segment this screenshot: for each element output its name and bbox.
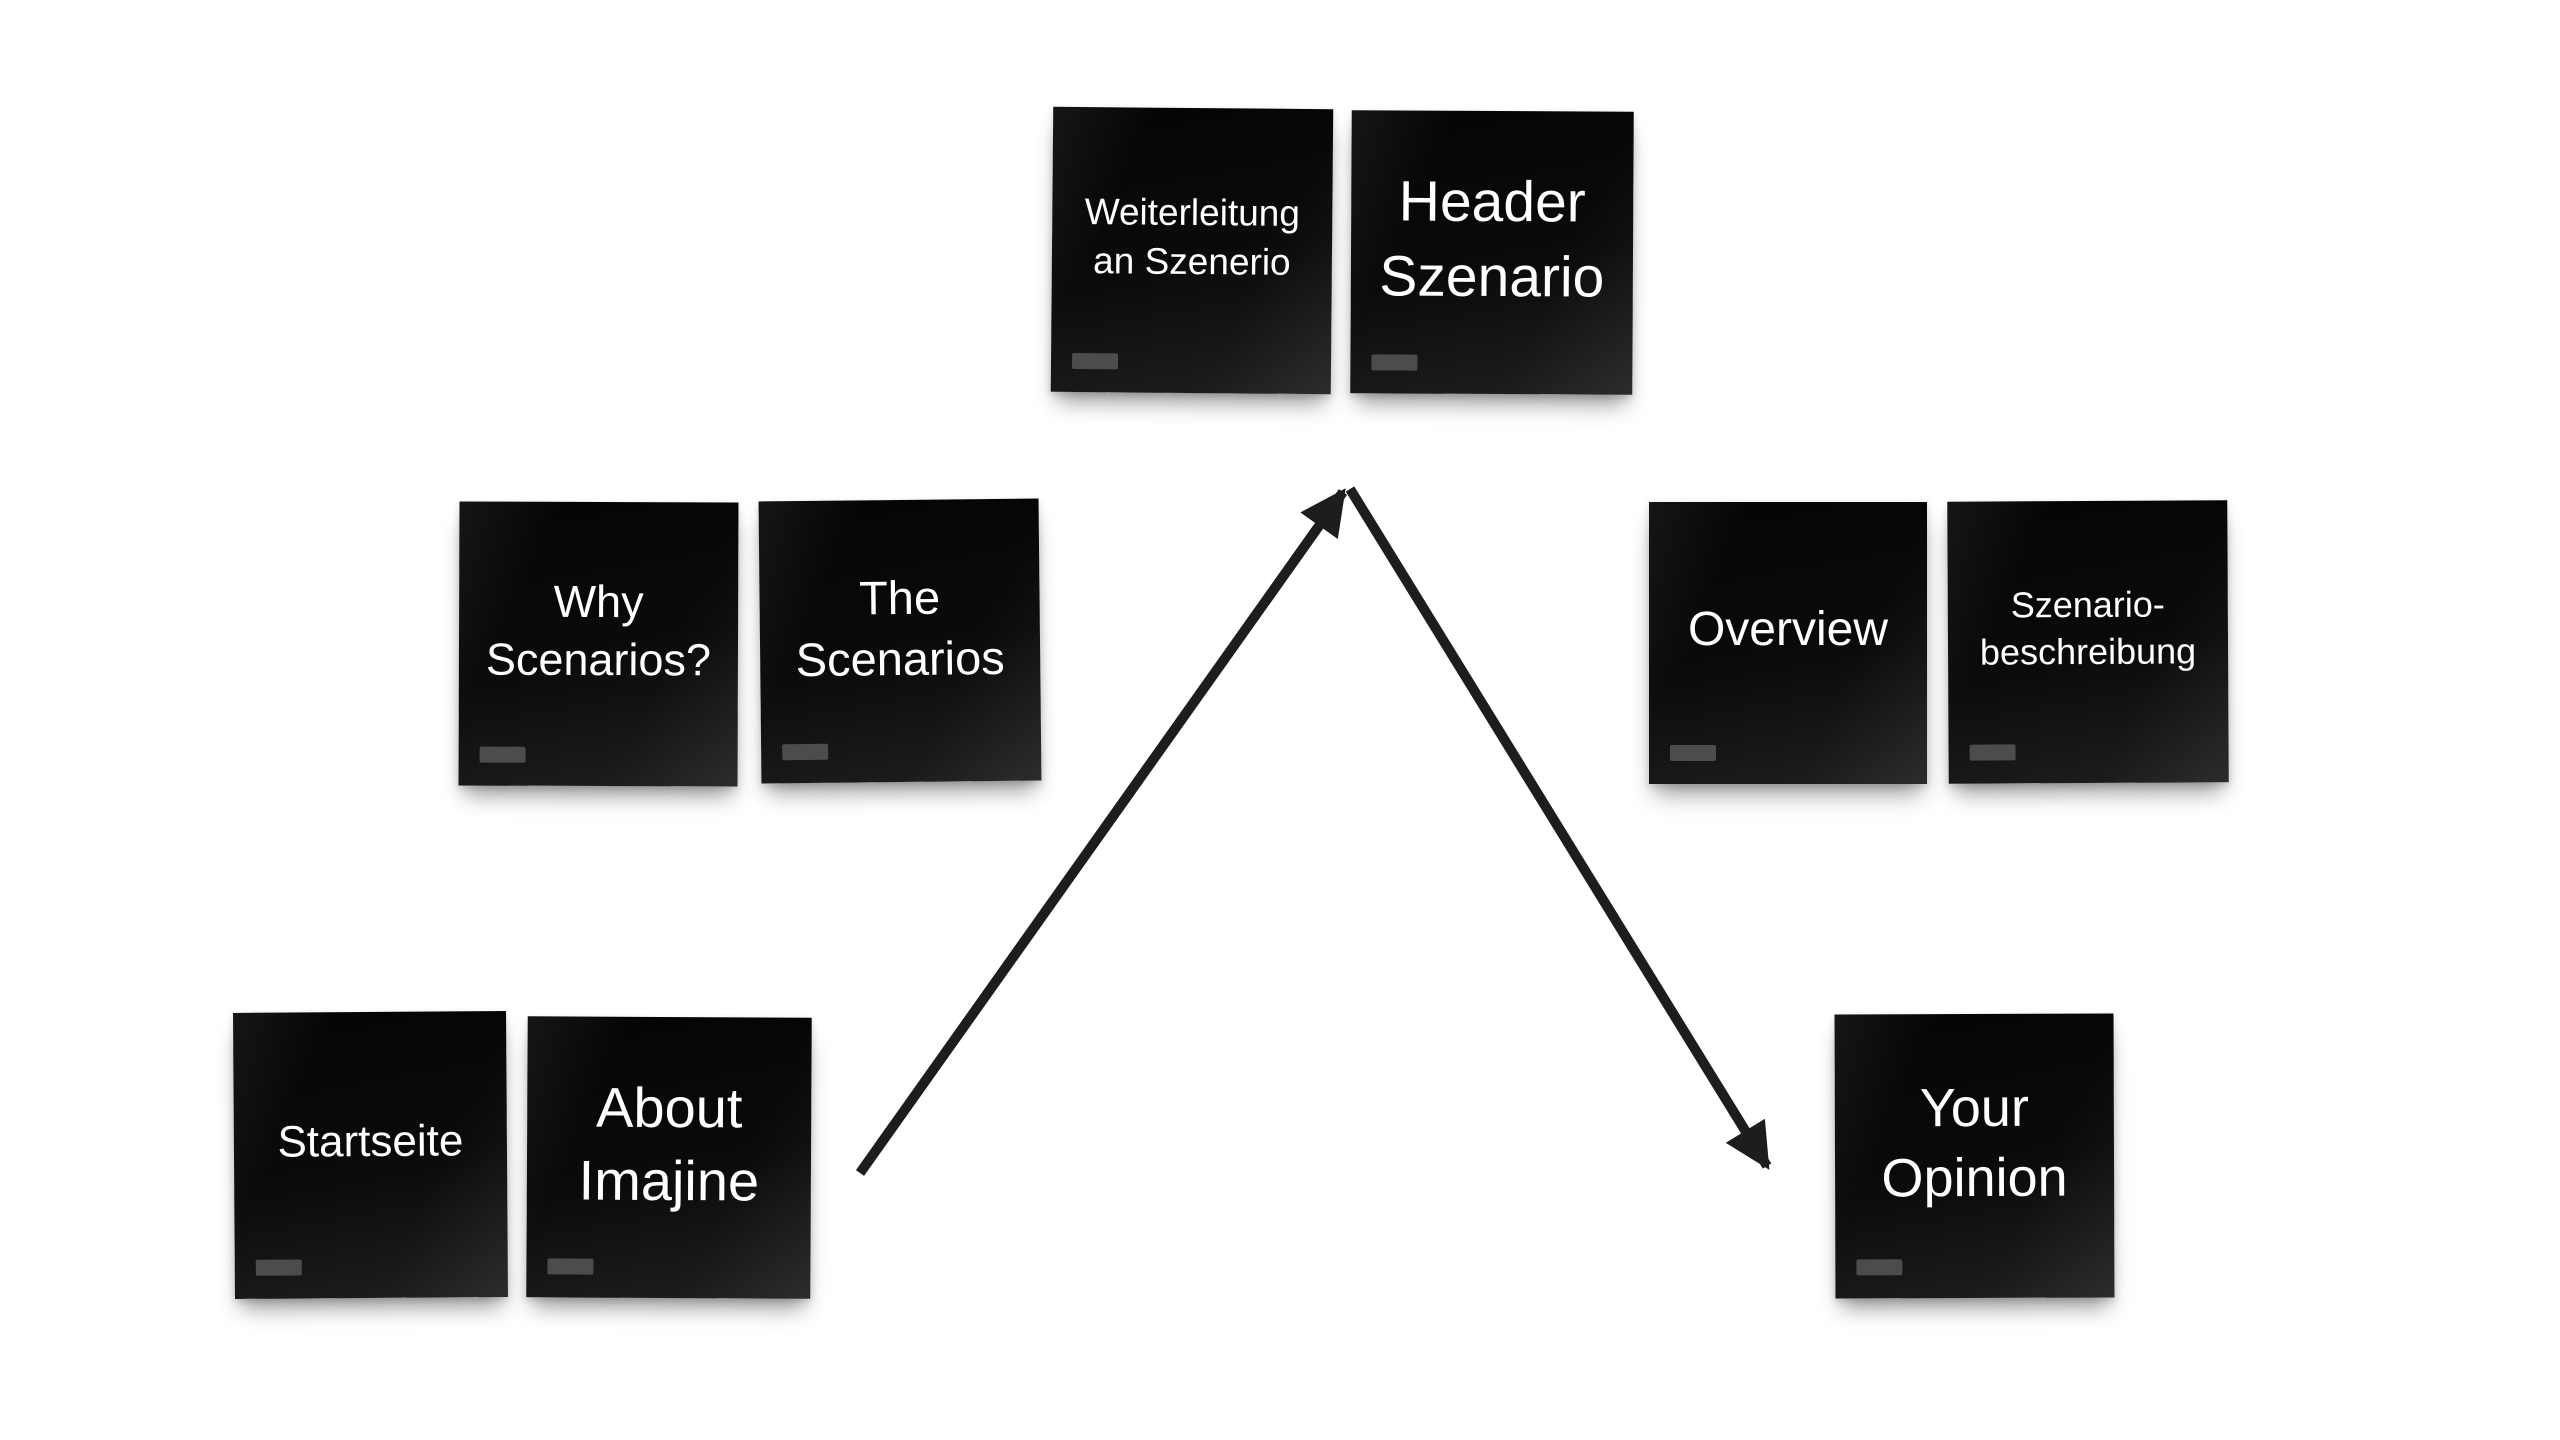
arrow-up-to-header-szenario — [855, 488, 1348, 1176]
note-your-opinion[interactable]: Your Opinion — [1834, 1013, 2115, 1299]
note-overview[interactable]: Overview — [1649, 502, 1927, 784]
note-label: Why Scenarios? — [485, 575, 712, 686]
note-label: Overview — [1687, 602, 1889, 656]
note-tag — [1856, 1259, 1903, 1276]
note-tag — [782, 743, 829, 761]
note-why-scenarios[interactable]: Why Scenarios? — [458, 501, 739, 787]
note-header-szenario[interactable]: Header Szenario — [1350, 110, 1634, 395]
note-startseite[interactable]: Startseite — [233, 1011, 508, 1299]
note-tag — [1071, 352, 1119, 370]
note-tag — [479, 746, 526, 763]
note-tag — [1969, 744, 2016, 761]
note-label: Your Opinion — [1881, 1077, 2068, 1209]
note-label: Header Szenario — [1379, 169, 1605, 310]
note-szenario-beschreibung[interactable]: Szenario- beschreibung — [1947, 500, 2229, 784]
note-weiterleitung-an-szenerio[interactable]: Weiterleitung an Szenerio — [1050, 106, 1334, 395]
note-label: Szenario- beschreibung — [1979, 583, 2197, 673]
note-label: The Scenarios — [795, 570, 1005, 687]
note-label: About Imajine — [578, 1075, 760, 1212]
note-tag — [1670, 745, 1716, 761]
note-tag — [547, 1258, 594, 1275]
note-tag — [1371, 354, 1418, 371]
arrow-down-to-your-opinion — [1345, 486, 1772, 1170]
note-the-scenarios[interactable]: The Scenarios — [758, 498, 1042, 784]
note-tag — [255, 1259, 302, 1276]
note-about-imajine[interactable]: About Imajine — [526, 1016, 812, 1299]
note-label: Weiterleitung an Szenerio — [1084, 191, 1301, 283]
note-label: Startseite — [277, 1116, 464, 1168]
